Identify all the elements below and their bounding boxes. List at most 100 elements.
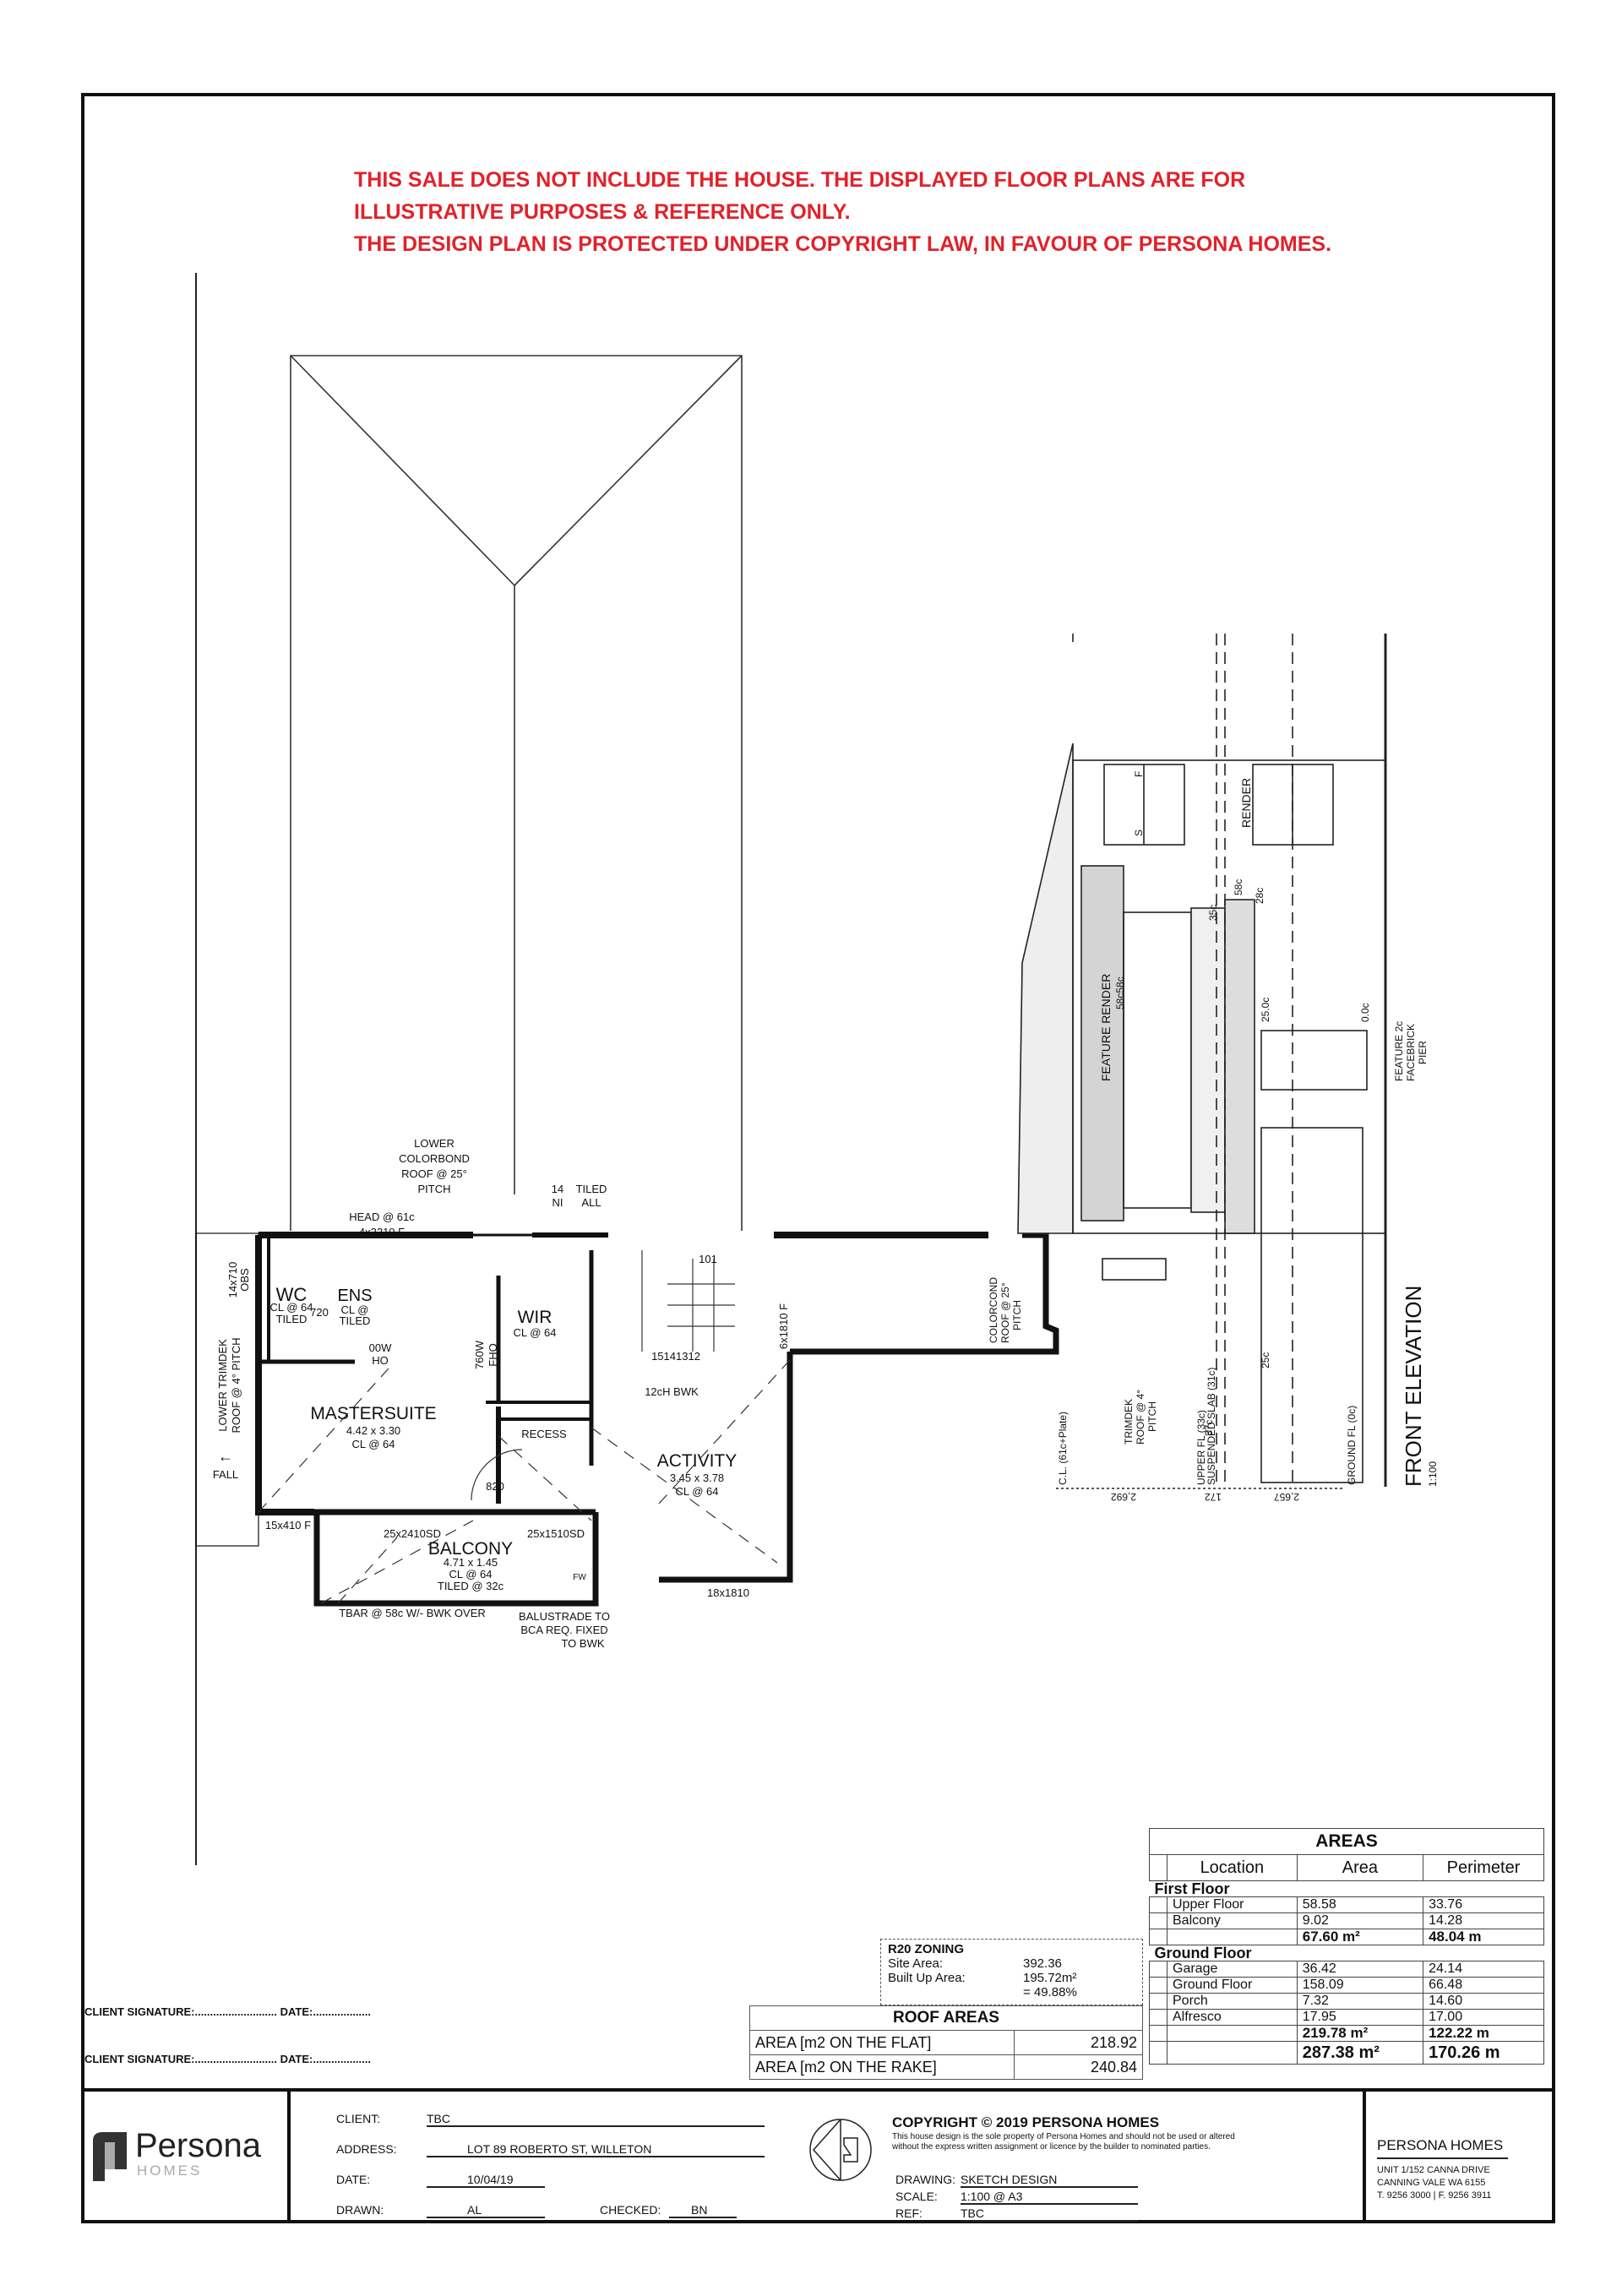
areas-table: AREAS Location Area Perimeter First Floo…	[1149, 1828, 1544, 2065]
north-point-icon	[809, 2119, 872, 2181]
door-dim: 820	[486, 1480, 504, 1493]
logo-sub: HOMES	[137, 2163, 203, 2179]
client-label: CLIENT:	[336, 2112, 381, 2125]
drawn-label: DRAWN:	[336, 2203, 384, 2217]
cell-area: 17.95	[1296, 2009, 1424, 2026]
grand-total-perimeter: 170.26 m	[1423, 2041, 1544, 2065]
bwk-note: 12cH BWK	[645, 1385, 699, 1398]
fall-label: FALL	[213, 1468, 238, 1481]
activity-label: ACTIVITY	[657, 1451, 738, 1471]
total-perimeter: 122.22 m	[1423, 2025, 1544, 2042]
address-label: ADDRESS:	[336, 2142, 397, 2156]
logo-name: Persona	[135, 2127, 261, 2164]
cell-perimeter: 14.28	[1423, 1912, 1544, 1929]
site-area-label: Site Area:	[888, 1956, 944, 1971]
roof1-3: PITCH	[1011, 1300, 1023, 1330]
wc-dim: 720	[310, 1306, 329, 1319]
scale-label: SCALE:	[895, 2190, 938, 2203]
garage-side-window	[1260, 1030, 1368, 1091]
section-ground-floor: Ground Floor	[1149, 1945, 1544, 1961]
cell-location: Balcony	[1167, 1912, 1298, 1929]
tbar-note: TBAR @ 58c W/- BWK OVER	[339, 1607, 486, 1619]
balustrade	[1190, 907, 1226, 1213]
activity-dim: 3.45 x 3.78	[670, 1472, 724, 1484]
window-bottom-right: 18x1810	[707, 1586, 749, 1599]
built-percent: = 49.88%	[1023, 1985, 1077, 1999]
roof-row-label: AREA [m2 ON THE FLAT]	[749, 2030, 1015, 2055]
built-area-value: 195.72m²	[1023, 1971, 1077, 1985]
copyright-text-1: This house design is the sole property o…	[892, 2132, 1235, 2141]
dim-2692: 2,692	[1111, 1491, 1136, 1503]
drawing-value: SKETCH DESIGN	[961, 2173, 1138, 2188]
cell-perimeter: 24.14	[1423, 1961, 1544, 1978]
balustrade-1: BALUSTRADE TO	[519, 1610, 610, 1623]
pier-3: PIER	[1417, 1041, 1429, 1064]
mark-58c58c: 58c58c	[1114, 977, 1126, 1009]
company-phone: T. 9256 3000 | F. 9256 3911	[1377, 2190, 1492, 2201]
recess-label: RECESS	[521, 1428, 567, 1440]
copyright-text-2: without the express written assignment o…	[892, 2142, 1211, 2152]
section-first-floor: First Floor	[1149, 1880, 1544, 1897]
tiled-note-4: ALL	[581, 1196, 601, 1209]
stair-lines	[471, 1250, 735, 1501]
roof-note-4: PITCH	[418, 1183, 451, 1195]
level-ceiling: C.L. (61c+Plate)	[1057, 1412, 1069, 1485]
cell-perimeter: 14.60	[1423, 1993, 1544, 2010]
roof-areas-table: ROOF AREAS AREA [m2 ON THE FLAT]218.92 A…	[749, 2005, 1143, 2080]
cell-location: Upper Floor	[1167, 1896, 1298, 1913]
pier-1: FEATURE 2c	[1393, 1021, 1405, 1081]
date-label: DATE:	[336, 2173, 371, 2186]
front-elevation: S F RENDER FEATURE RENDER 58c 28c 35c 58…	[988, 634, 1439, 1503]
col-area: Area	[1296, 1854, 1424, 1881]
ref-value: TBC	[961, 2206, 1138, 2222]
mark-28c: 28c	[1254, 888, 1265, 904]
pier-2: FACEBRICK	[1405, 1024, 1417, 1081]
window-bottom-left: 15x410 F	[265, 1519, 311, 1532]
mark-58c: 58c	[1233, 879, 1244, 895]
balcony-doors	[1123, 911, 1192, 1209]
sliding-door-2: 25x1510SD	[527, 1527, 585, 1540]
cell-area: 7.32	[1296, 1993, 1424, 2010]
activity-cl: CL @ 64	[675, 1485, 718, 1498]
roof2-3: PITCH	[1146, 1401, 1158, 1432]
cell-location: Porch	[1167, 1993, 1298, 2010]
elevation-scale: 1:100	[1427, 1461, 1439, 1487]
stair-numbers: 15141312	[651, 1350, 700, 1363]
copyright-title: COPYRIGHT © 2019 PERSONA HOMES	[892, 2114, 1160, 2130]
cell-area: 36.42	[1296, 1961, 1424, 1978]
roof1-2: ROOF @ 25°	[999, 1282, 1011, 1343]
lower-roof-2: ROOF @ 4° PITCH	[230, 1337, 242, 1433]
garage-door	[1260, 1127, 1363, 1483]
win-label-s1: S	[1133, 830, 1145, 836]
col-perimeter: Perimeter	[1423, 1854, 1544, 1881]
upper-floor-plan: LOWER COLORBOND ROOF @ 25° PITCH HEAD @ …	[195, 273, 1059, 1865]
elevation-roof-left	[1017, 743, 1074, 1234]
facebrick-column	[1224, 899, 1255, 1234]
robe-1: 00W	[369, 1341, 392, 1354]
mastersuite-dim: 4.42 x 3.30	[346, 1424, 400, 1437]
disclaimer-notice: THIS SALE DOES NOT INCLUDE THE HOUSE. TH…	[354, 164, 1331, 260]
balcony-cl: CL @ 64	[449, 1568, 492, 1581]
render-label: RENDER	[1239, 778, 1253, 828]
roof2-2: ROOF @ 4°	[1135, 1390, 1146, 1445]
cell-perimeter: 17.00	[1423, 2009, 1544, 2026]
floor-waste: FW	[573, 1573, 586, 1582]
mark-0c: 0.0c	[1359, 1003, 1371, 1022]
ref-label: REF:	[895, 2206, 923, 2220]
balustrade-2: BCA REQ. FIXED	[520, 1624, 607, 1636]
notice-line-1: THIS SALE DOES NOT INCLUDE THE HOUSE. TH…	[354, 168, 1246, 192]
roof-outline	[290, 355, 743, 1231]
roof-note-1: LOWER	[414, 1137, 454, 1150]
address-value: LOT 89 ROBERTO ST, WILLETON	[427, 2142, 765, 2157]
client-signature-2: CLIENT SIGNATURE:.......................…	[84, 2053, 371, 2065]
wc-tiled: TILED	[276, 1313, 308, 1325]
sliding-door-1: 25x2410SD	[384, 1527, 441, 1540]
total-area: 219.78 m²	[1296, 2025, 1424, 2042]
cell-area: 158.09	[1296, 1977, 1424, 1994]
zoning-title: R20 ZONING	[888, 1942, 965, 1956]
zoning-box: R20 ZONING Site Area:392.36 Built Up Are…	[880, 1939, 1143, 2005]
wir-label: WIR	[518, 1308, 552, 1327]
roof2-1: TRIMDEK	[1123, 1399, 1135, 1445]
